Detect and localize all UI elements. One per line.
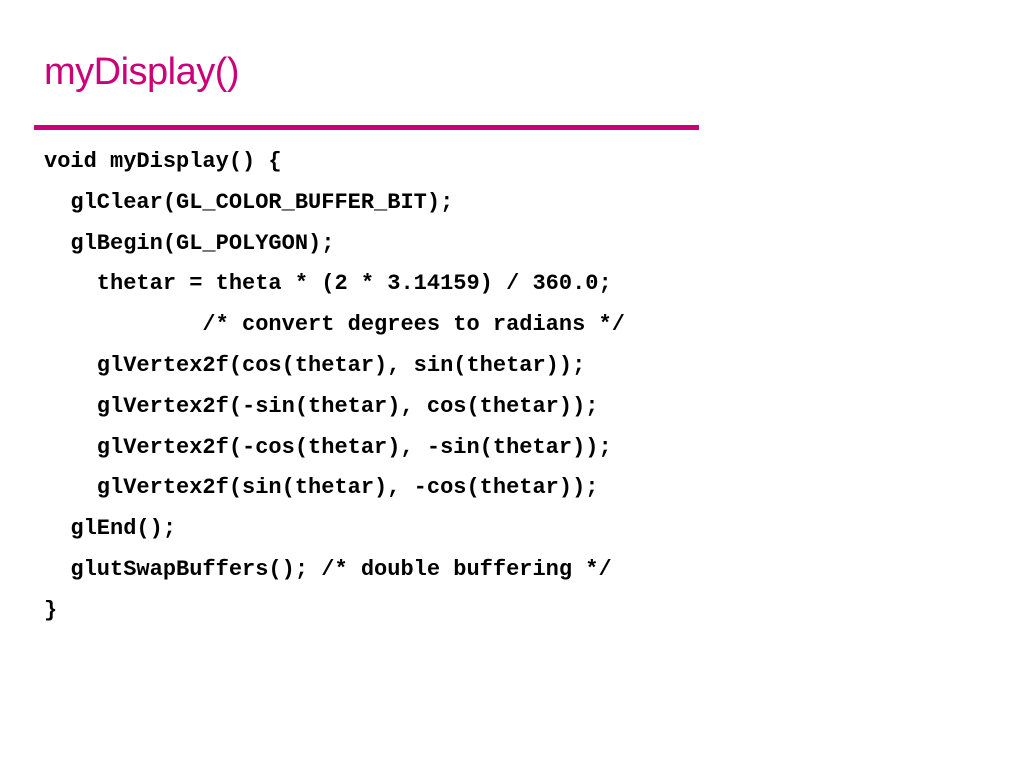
code-line: glVertex2f(sin(thetar), -cos(thetar));	[44, 475, 599, 501]
title-underline	[34, 125, 699, 130]
code-line: glVertex2f(-cos(thetar), -sin(thetar));	[44, 434, 612, 460]
code-line: glBegin(GL_POLYGON);	[44, 230, 335, 256]
slide-title: myDisplay()	[44, 51, 240, 93]
code-comment-line: /* convert degrees to radians */	[44, 312, 625, 338]
code-line: glutSwapBuffers(); /* double buffering *…	[44, 556, 612, 582]
code-line: glClear(GL_COLOR_BUFFER_BIT);	[44, 189, 454, 215]
code-line: }	[44, 597, 58, 623]
code-line: glVertex2f(-sin(thetar), cos(thetar));	[44, 393, 599, 419]
code-line: glVertex2f(cos(thetar), sin(thetar));	[44, 352, 586, 378]
code-line: glEnd();	[44, 516, 177, 542]
code-line: void myDisplay() {	[44, 149, 282, 174]
code-line: thetar = theta * (2 * 3.14159) / 360.0;	[44, 271, 612, 297]
code-block: void myDisplay() { glClear(GL_COLOR_BUFF…	[44, 142, 625, 632]
